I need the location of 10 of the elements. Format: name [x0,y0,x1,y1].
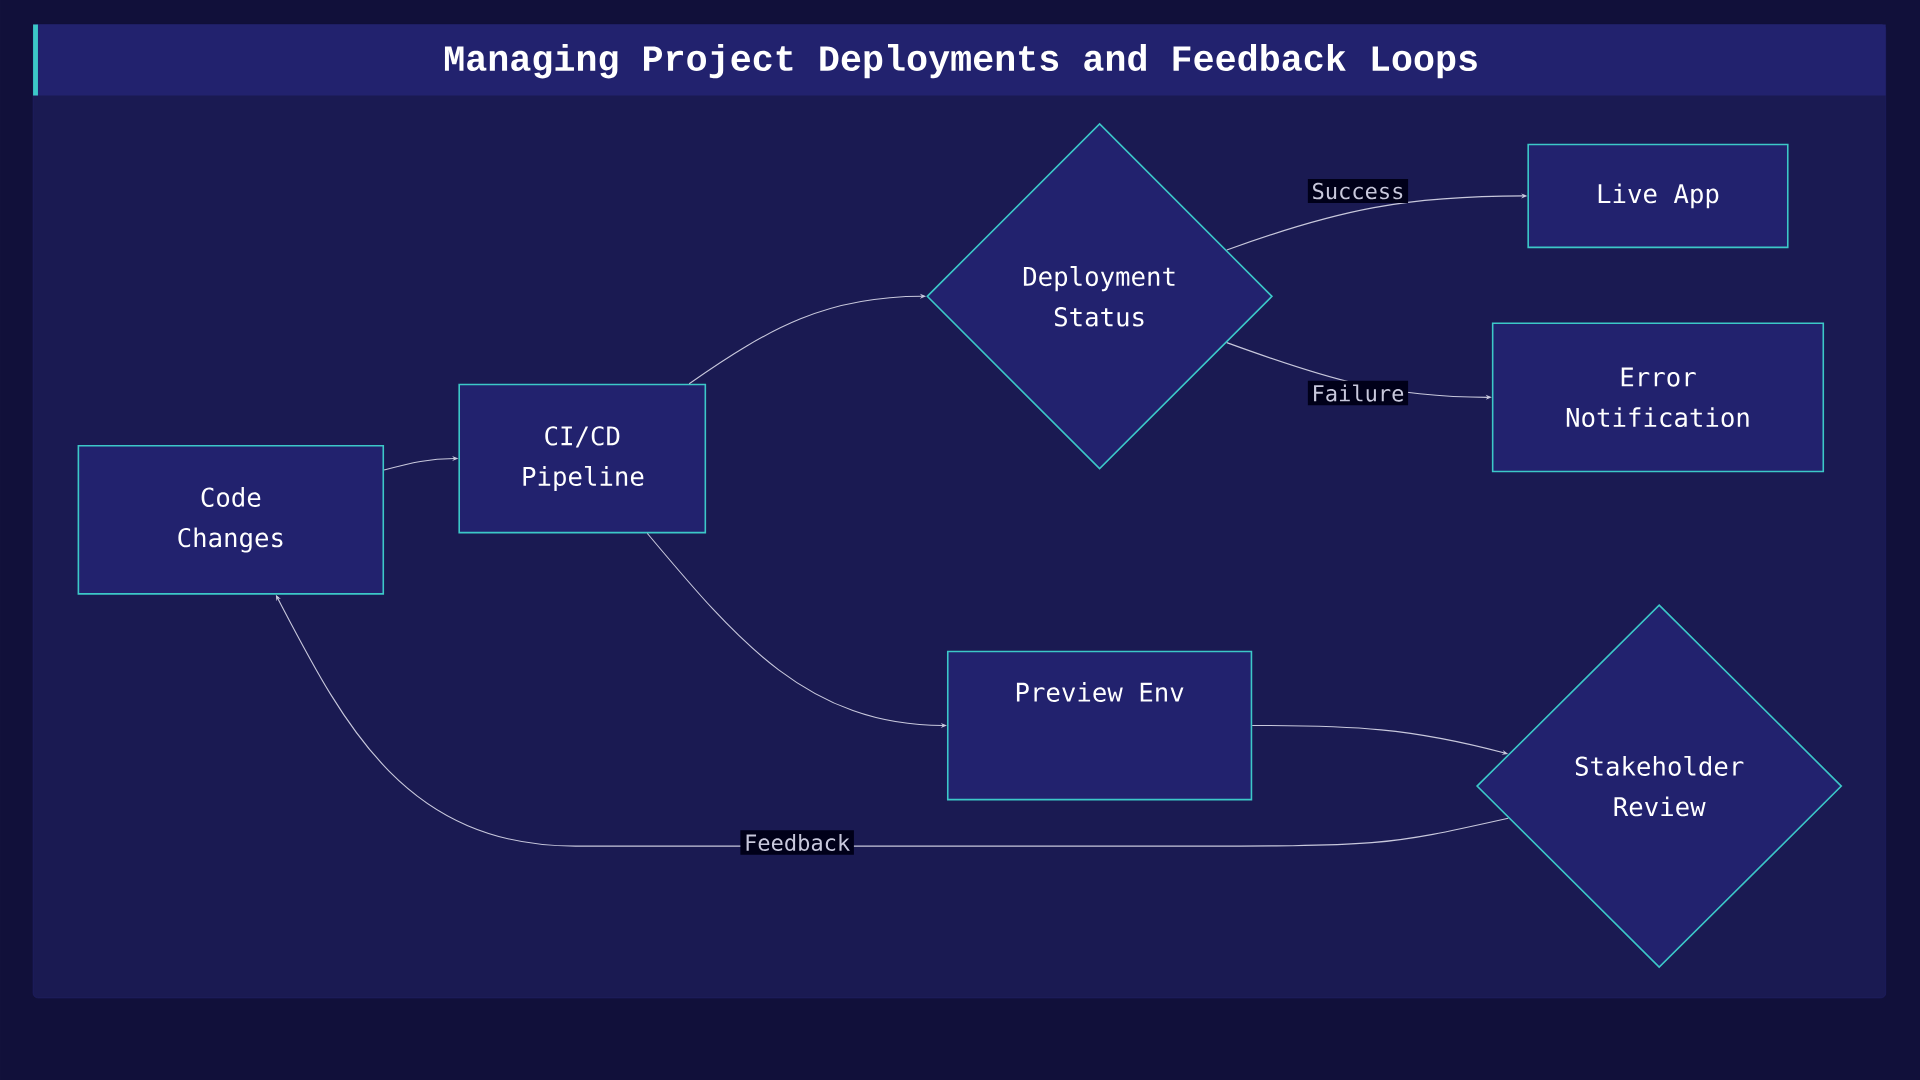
process-box: Code Changes [77,444,385,595]
process-box: Preview Env [946,650,1253,801]
process-box: Error Notification [1491,322,1825,473]
edge-label: Success [1307,179,1409,203]
title-bar: Managing Project Deployments and Feedback Loops [33,24,1886,96]
edge-label: Failure [1307,380,1409,406]
process-box: CI/CD Pipeline [458,383,707,534]
arrow [646,532,947,728]
edge-label: Feedback [740,830,854,855]
process-box: Live App [1527,143,1789,249]
